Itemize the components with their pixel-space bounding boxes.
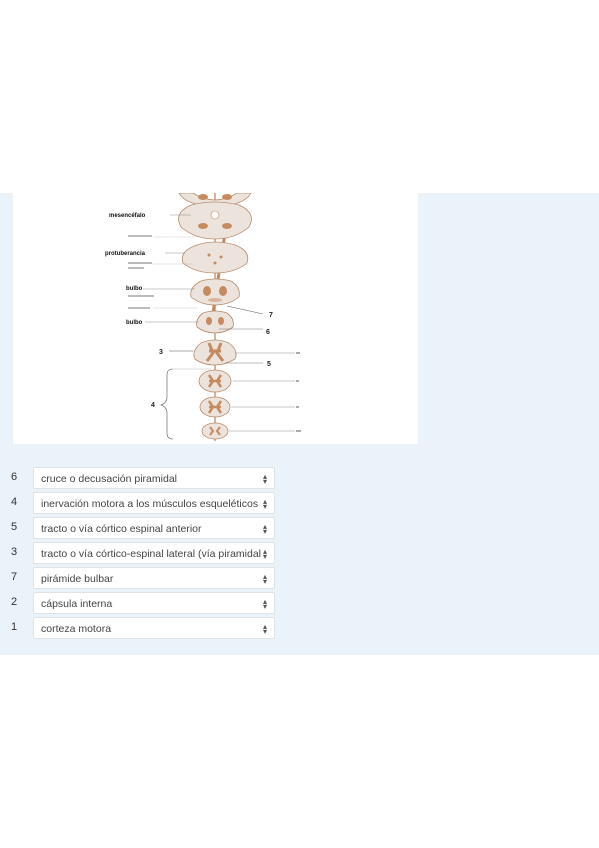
chevron-updown-icon: ▴▾ [262, 522, 267, 536]
row-number: 3 [11, 546, 18, 558]
mesencefalo-section [178, 201, 252, 240]
match-row: 7 pirámide bulbar ▴▾ [0, 567, 300, 591]
spinal-section-2 [198, 369, 232, 393]
row-number: 1 [11, 621, 18, 633]
row-number: 5 [11, 521, 18, 533]
bulbo-upper-section [190, 278, 240, 306]
row-number: 4 [11, 496, 18, 508]
spinal-section-4 [201, 422, 229, 440]
answer-select[interactable]: cápsula interna ▴▾ [33, 592, 275, 614]
answer-select[interactable]: tracto o vía córtico-espinal lateral (ví… [33, 542, 275, 564]
match-row: 5 tracto o vía córtico espinal anterior … [0, 517, 300, 541]
label-number-5: 5 [267, 361, 271, 368]
diagram-svg: mesencéfalo protuberancia bulbo [105, 193, 301, 441]
answer-select[interactable]: corteza motora ▴▾ [33, 617, 275, 639]
answer-select[interactable]: inervación motora a los músculos esquelé… [33, 492, 275, 514]
spinal-section-3 [199, 396, 231, 418]
select-value: cruce o decusación piramidal [41, 473, 177, 485]
select-value: tracto o vía córtico-espinal lateral (ví… [41, 548, 261, 560]
chevron-updown-icon: ▴▾ [262, 497, 267, 511]
label-number-4: 4 [151, 402, 155, 409]
row-number: 7 [11, 571, 18, 583]
row-number: 2 [11, 596, 18, 608]
answer-select[interactable]: cruce o decusación piramidal ▴▾ [33, 467, 275, 489]
answer-select[interactable]: pirámide bulbar ▴▾ [33, 567, 275, 589]
bulbo-lower-section [196, 310, 234, 334]
match-row: 3 tracto o vía córtico-espinal lateral (… [0, 542, 300, 566]
label-bulbo-upper: bulbo [126, 286, 143, 292]
label-number-6: 6 [266, 329, 270, 336]
match-row: 2 cápsula interna ▴▾ [0, 592, 300, 616]
brainstem-diagram: mesencéfalo protuberancia bulbo [13, 193, 418, 444]
spinal-upper-section [193, 339, 237, 366]
label-number-3: 3 [159, 349, 163, 356]
bracket-4 [160, 368, 174, 440]
select-value: inervación motora a los músculos esquelé… [41, 498, 259, 510]
select-value: tracto o vía córtico espinal anterior [41, 523, 202, 535]
select-value: cápsula interna [41, 598, 113, 610]
chevron-updown-icon: ▴▾ [262, 572, 267, 586]
label-bulbo-lower: bulbo [126, 320, 143, 326]
chevron-updown-icon: ▴▾ [262, 597, 267, 611]
row-number: 6 [11, 471, 18, 483]
label-protuberancia: protuberancia [105, 251, 146, 257]
chevron-updown-icon: ▴▾ [262, 472, 267, 486]
label-number-7: 7 [269, 312, 273, 319]
answer-select[interactable]: tracto o vía córtico espinal anterior ▴▾ [33, 517, 275, 539]
match-row: 1 corteza motora ▴▾ [0, 617, 300, 641]
label-mesencefalo: mesencéfalo [109, 213, 146, 219]
chevron-updown-icon: ▴▾ [262, 622, 267, 636]
match-row: 6 cruce o decusación piramidal ▴▾ [0, 467, 300, 491]
chevron-updown-icon: ▴▾ [262, 547, 267, 561]
match-row: 4 inervación motora a los músculos esque… [0, 492, 300, 516]
select-value: corteza motora [41, 623, 112, 635]
protuberancia-section [181, 241, 249, 274]
select-value: pirámide bulbar [41, 573, 114, 585]
